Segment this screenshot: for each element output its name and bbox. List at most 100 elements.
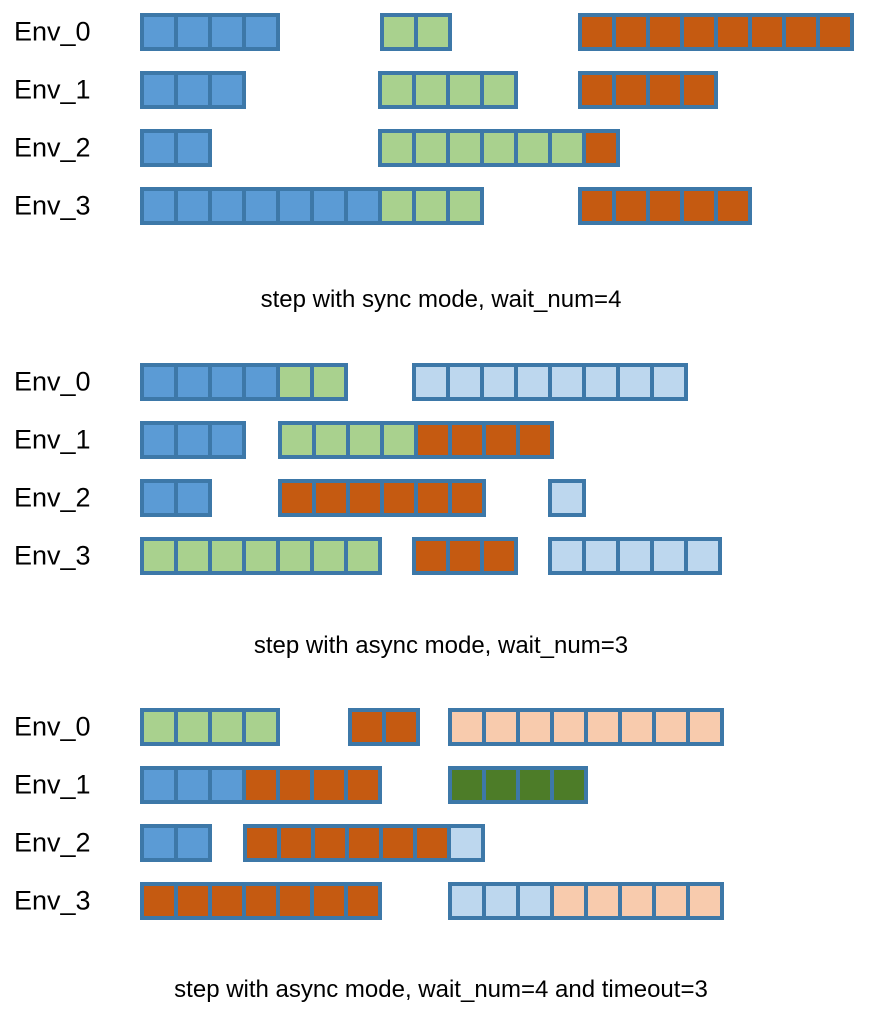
timeline-cell-blue [178, 425, 208, 455]
timeline-cell-darkgreen [554, 770, 584, 800]
timeline-cell-orange [349, 828, 379, 858]
timeline-cell-green [212, 712, 242, 742]
timeline-cell-lightblue [586, 541, 616, 571]
row-label-env_0: Env_0 [14, 366, 91, 397]
timeline-cell-green [178, 712, 208, 742]
timeline-cell-peach [554, 886, 584, 916]
timeline-cell-orange [383, 828, 413, 858]
timeline-cell-lightblue [486, 886, 516, 916]
timeline-cell-green [144, 541, 174, 571]
timeline-cell-lightblue [620, 367, 650, 397]
timeline-cell-peach [690, 886, 720, 916]
timeline-row: Env_2 [0, 474, 882, 522]
timeline-cell-blue [246, 17, 276, 47]
timeline-cell-orange [650, 17, 680, 47]
timeline-cell-orange [582, 75, 612, 105]
timeline-cell-blue [178, 483, 208, 513]
timeline-bar [548, 479, 586, 517]
row-label-env_1: Env_1 [14, 769, 91, 800]
timeline-cell-blue [212, 17, 242, 47]
timeline-cell-blue [314, 191, 344, 221]
timeline-cell-orange [684, 17, 714, 47]
timeline-row: Env_1 [0, 66, 882, 114]
timeline-cell-lightblue [416, 367, 446, 397]
timeline-cell-blue [212, 75, 242, 105]
timeline-cell-green [416, 191, 446, 221]
timeline-cell-lightblue [620, 541, 650, 571]
timeline-cell-blue [212, 367, 242, 397]
timeline-cell-orange [316, 483, 346, 513]
row-label-env_2: Env_2 [14, 482, 91, 513]
timeline-cell-orange [352, 712, 382, 742]
timeline-cell-orange [786, 17, 816, 47]
timeline-bar [140, 766, 382, 804]
timeline-cell-peach [656, 712, 686, 742]
timeline-cell-blue [144, 367, 174, 397]
timeline-bar [348, 708, 420, 746]
timeline-cell-blue [212, 425, 242, 455]
timeline-cell-orange [452, 425, 482, 455]
timeline-cell-orange [650, 75, 680, 105]
row-label-env_0: Env_0 [14, 16, 91, 47]
timeline-bar [448, 708, 724, 746]
timeline-cell-peach [554, 712, 584, 742]
timeline-cell-orange [616, 191, 646, 221]
timeline-cell-green [314, 367, 344, 397]
timeline-bar [448, 766, 588, 804]
timeline-cell-green [384, 425, 414, 455]
timeline-cell-orange [348, 770, 378, 800]
timeline-cell-peach [690, 712, 720, 742]
timeline-bar [378, 129, 620, 167]
timeline-cell-orange [247, 828, 277, 858]
timeline-cell-blue [280, 191, 310, 221]
timeline-cell-blue [144, 828, 174, 858]
timeline-cell-orange [582, 17, 612, 47]
timeline-cell-blue [178, 828, 208, 858]
timeline-cell-blue [178, 191, 208, 221]
timeline-row: Env_3 [0, 532, 882, 580]
timeline-cell-lightblue [654, 541, 684, 571]
timeline-bar [578, 13, 854, 51]
timeline-cell-orange [650, 191, 680, 221]
timeline-cell-lightblue [552, 541, 582, 571]
timeline-bar [140, 363, 348, 401]
timeline-cell-lightblue [451, 828, 481, 858]
timeline-cell-lightblue [452, 886, 482, 916]
timeline-cell-darkgreen [520, 770, 550, 800]
timeline-cell-orange [280, 770, 310, 800]
timeline-cell-peach [622, 886, 652, 916]
timeline-cell-blue [348, 191, 378, 221]
timeline-cell-orange [384, 483, 414, 513]
row-label-env_1: Env_1 [14, 424, 91, 455]
timeline-cell-lightblue [654, 367, 684, 397]
timeline-cell-orange [246, 770, 276, 800]
timeline-cell-blue [144, 133, 174, 163]
row-label-env_3: Env_3 [14, 885, 91, 916]
timeline-cell-orange [486, 425, 516, 455]
timeline-bar [378, 71, 518, 109]
row-label-env_2: Env_2 [14, 132, 91, 163]
timeline-cell-blue [144, 483, 174, 513]
timeline-cell-lightblue [520, 886, 550, 916]
timeline-cell-green [178, 541, 208, 571]
timeline-row: Env_3 [0, 182, 882, 230]
timeline-cell-green [552, 133, 582, 163]
timeline-cell-peach [656, 886, 686, 916]
timeline-cell-orange [520, 425, 550, 455]
timeline-cell-green [416, 133, 446, 163]
timeline-cell-orange [452, 483, 482, 513]
panel-caption-1: step with sync mode, wait_num=4 [260, 286, 622, 313]
timeline-cell-orange [418, 483, 448, 513]
timeline-cell-blue [246, 367, 276, 397]
timeline-cell-green [382, 75, 412, 105]
timeline-cell-peach [588, 712, 618, 742]
timeline-cell-green [450, 191, 480, 221]
timeline-row: Env_2 [0, 124, 882, 172]
timeline-cell-orange [718, 17, 748, 47]
timeline-bar [140, 13, 280, 51]
timeline-cell-lightblue [450, 367, 480, 397]
timeline-bar [578, 187, 752, 225]
timeline-cell-green [144, 712, 174, 742]
timeline-cell-blue [178, 770, 208, 800]
timeline-bar [140, 71, 246, 109]
